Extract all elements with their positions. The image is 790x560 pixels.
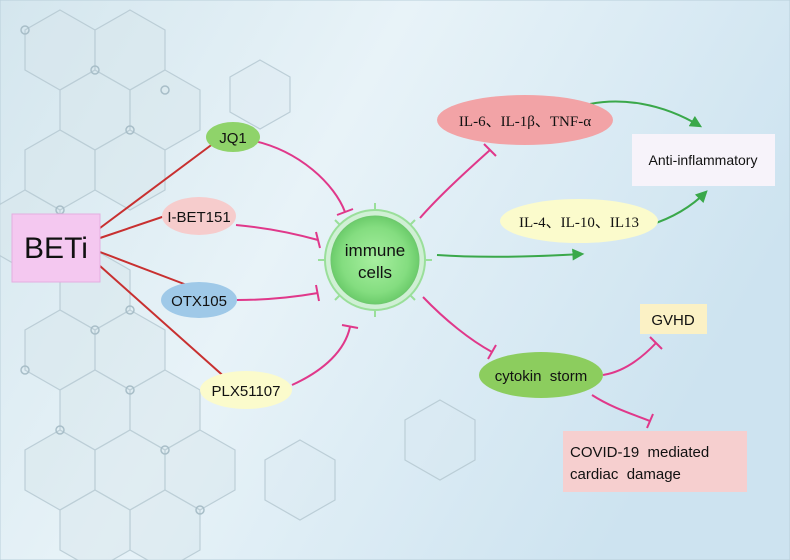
jq1-label: JQ1 <box>219 130 247 147</box>
beti-node: BETi <box>11 213 101 283</box>
antiinflammatory-cytokines-node: IL-4、IL-10、IL13 <box>500 199 658 243</box>
cytokine-storm-node: cytokin storm <box>479 352 603 398</box>
cytokine-storm-label: cytokin storm <box>495 368 588 385</box>
otx105-node: OTX105 <box>161 282 237 318</box>
covid-label-line2: cardiac damage <box>570 466 681 483</box>
beti-drug-links <box>99 139 229 381</box>
covid-label-line1: COVID-19 mediated <box>570 444 709 461</box>
ibet151-node: I-BET151 <box>162 197 236 235</box>
beti-label: BETi <box>24 232 88 265</box>
proinflammatory-node: IL-6、IL-1β、TNF-α <box>437 95 613 145</box>
antiinflammatory-cytokines-label: IL-4、IL-10、IL13 <box>519 215 639 231</box>
immune-cell-label-line1: immune <box>345 241 405 260</box>
plx51107-node: PLX51107 <box>200 371 292 409</box>
drug-inhibition-links <box>235 139 359 386</box>
gvhd-node: GVHD <box>640 304 707 334</box>
immune-cell-node: immune cells <box>318 203 432 317</box>
plx51107-label: PLX51107 <box>212 383 281 400</box>
anti-inflammatory-node: Anti-inflammatory <box>632 134 775 186</box>
covid-node: COVID-19 mediated cardiac damage <box>563 431 747 492</box>
otx105-label: OTX105 <box>171 293 227 310</box>
hexagon-pattern-decoration <box>0 9 476 560</box>
anti-inflammatory-label: Anti-inflammatory <box>649 152 758 168</box>
proinflammatory-label: IL-6、IL-1β、TNF-α <box>459 114 591 130</box>
immune-cell-label-line2: cells <box>358 263 392 282</box>
ibet151-label: I-BET151 <box>167 209 230 226</box>
gvhd-label: GVHD <box>651 312 695 329</box>
jq1-node: JQ1 <box>206 122 260 152</box>
immune-output-links <box>419 100 708 429</box>
